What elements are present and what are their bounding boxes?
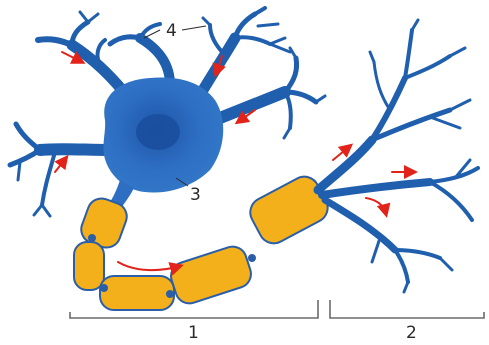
node-of-ranvier bbox=[248, 254, 256, 262]
myelinated-axon bbox=[74, 171, 333, 310]
axon-terminal-label: 2 bbox=[406, 323, 417, 343]
signal-arrow bbox=[366, 198, 386, 214]
dendrite-label: 4 bbox=[166, 21, 177, 41]
node-of-ranvier bbox=[88, 234, 96, 242]
axon-label: 1 bbox=[188, 323, 199, 343]
terminal-bracket bbox=[330, 300, 484, 318]
axon-terminals bbox=[318, 20, 478, 292]
label-4-leader-right bbox=[182, 26, 206, 30]
signal-arrow bbox=[333, 146, 350, 160]
myelin-sheath-3 bbox=[100, 276, 174, 310]
myelin-sheath-4 bbox=[167, 243, 254, 307]
signal-arrow bbox=[118, 262, 180, 270]
nucleus bbox=[136, 114, 180, 150]
signal-arrow bbox=[55, 158, 66, 172]
node-of-ranvier bbox=[166, 290, 174, 298]
cell-body-label: 3 bbox=[190, 185, 201, 205]
node-of-ranvier bbox=[100, 284, 108, 292]
myelin-sheath-2 bbox=[74, 242, 104, 290]
